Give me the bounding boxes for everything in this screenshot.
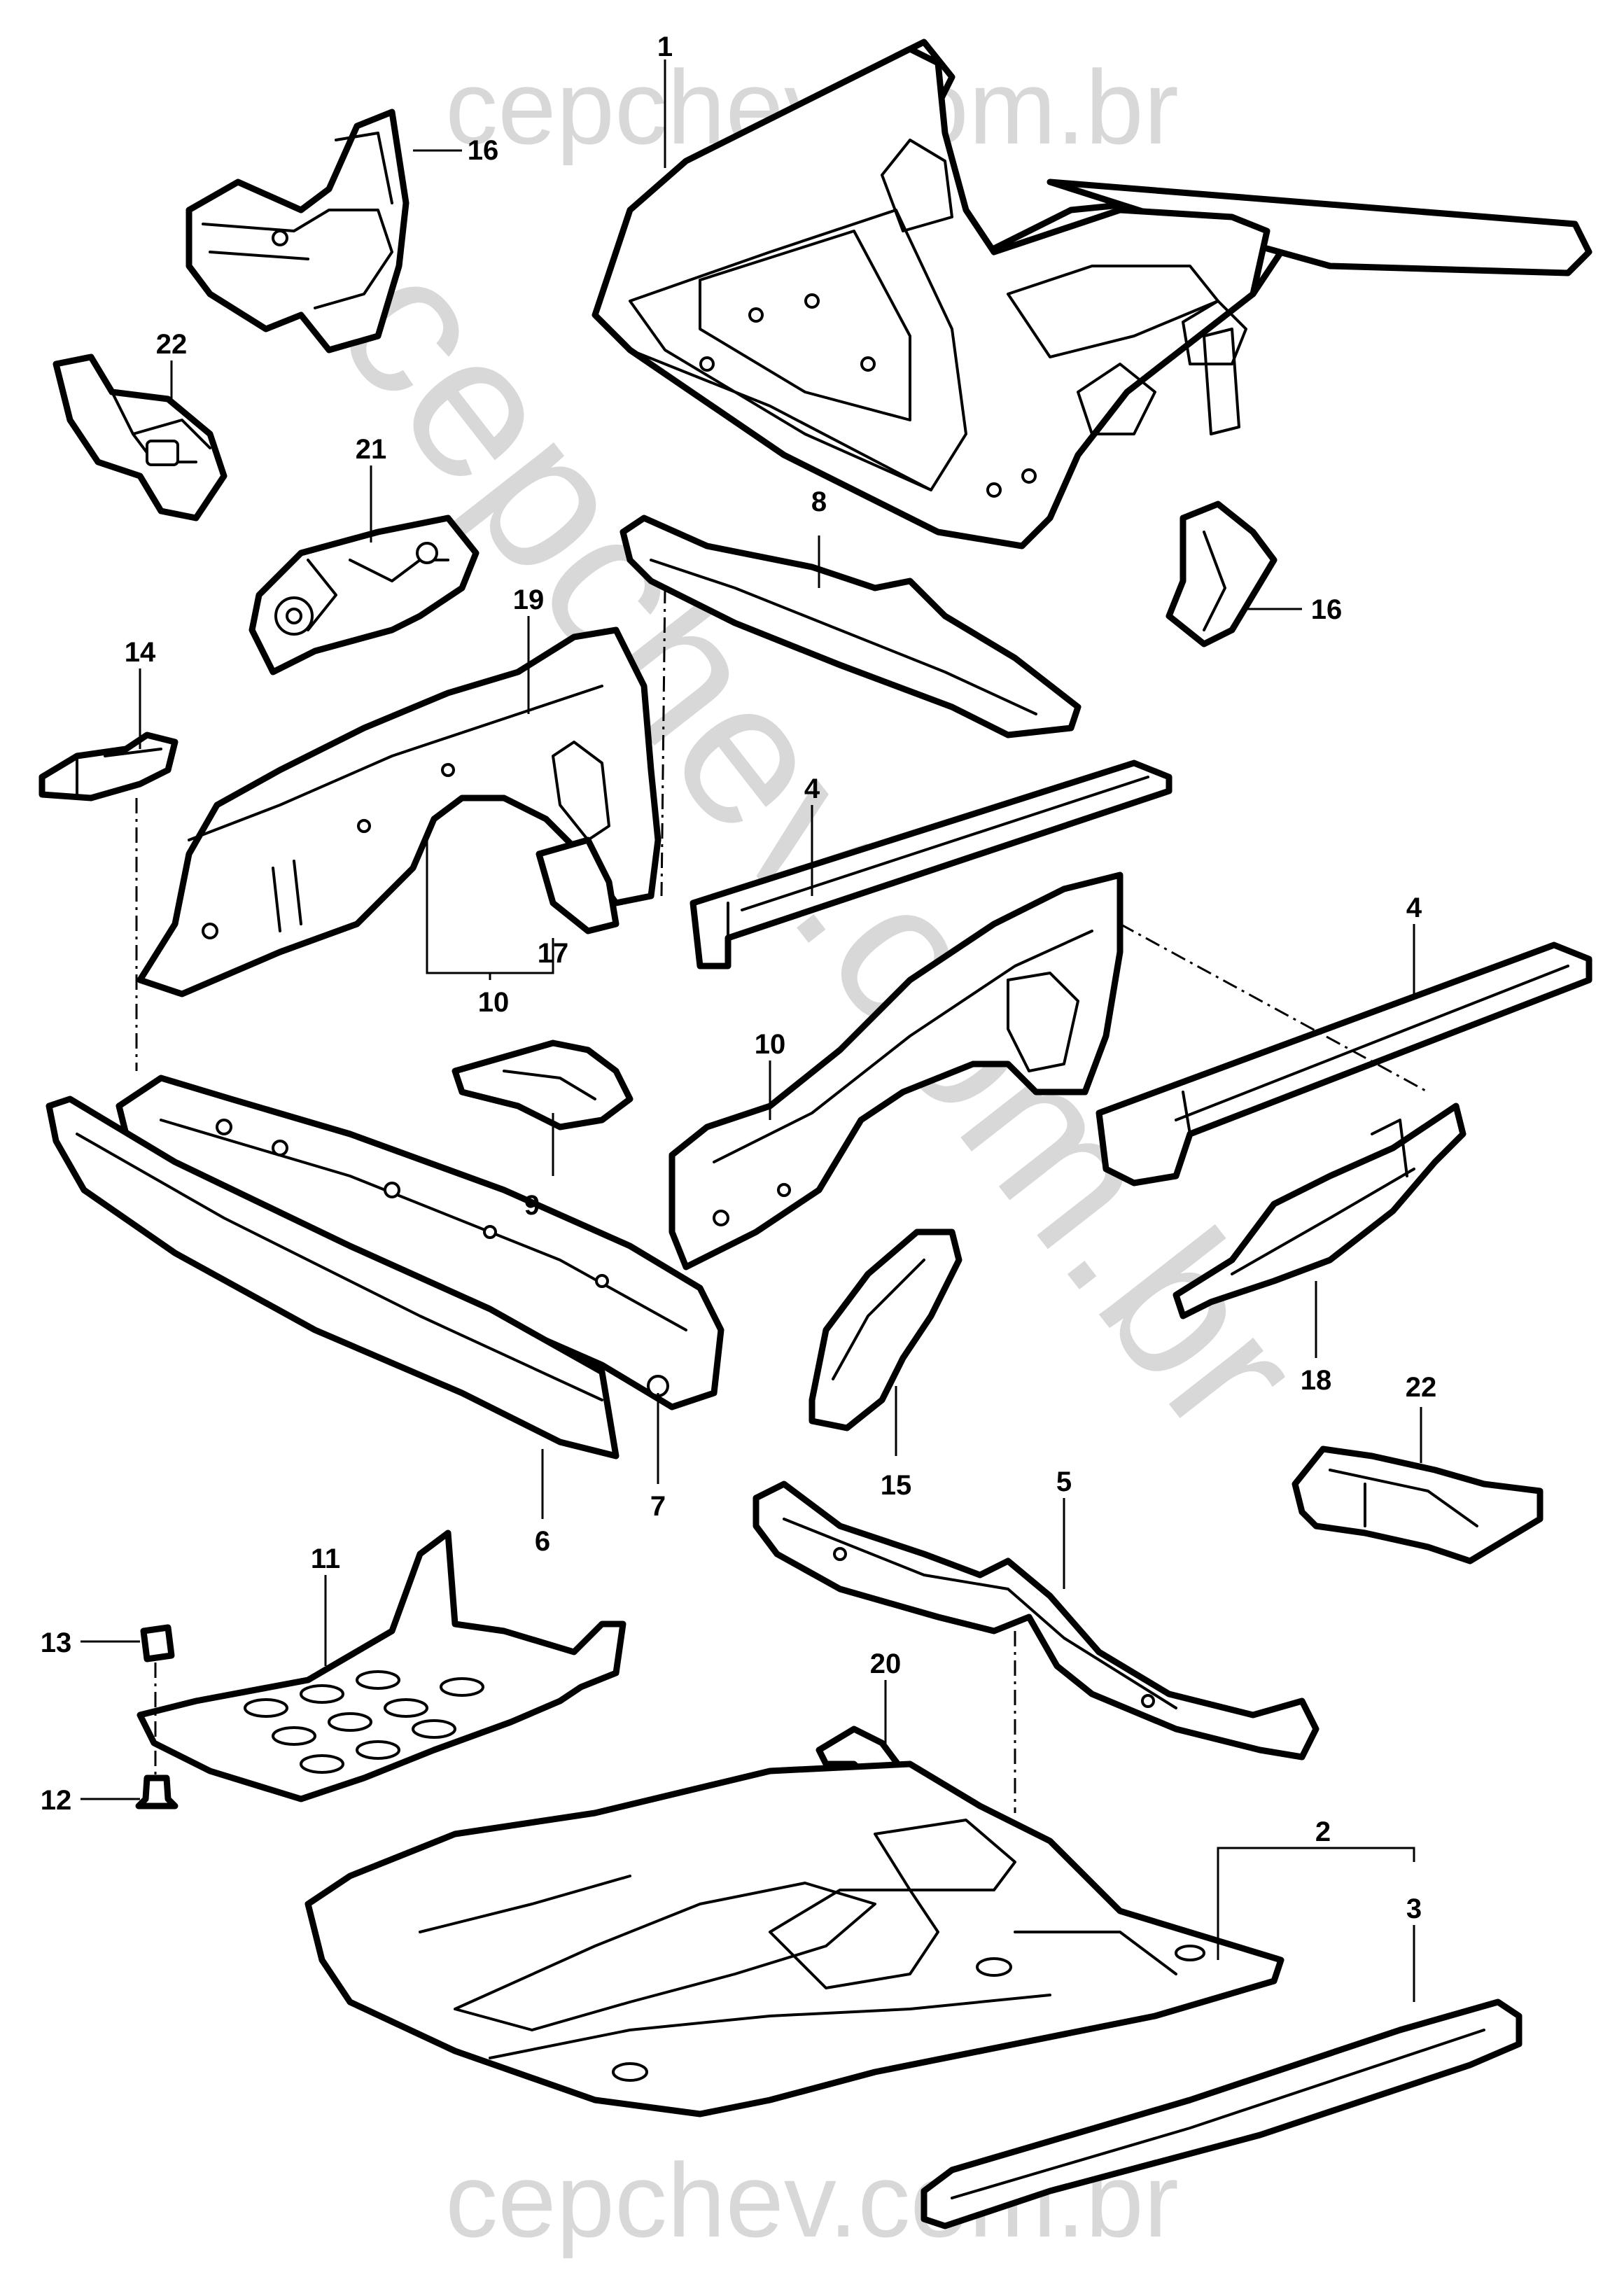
callout-3: 3 [1406, 1893, 1422, 1924]
callout-4-upper: 4 [804, 774, 820, 804]
part-22-left-bracket [52, 354, 227, 522]
callout-20: 20 [870, 1648, 902, 1679]
part-16-upper-left-bracket [186, 108, 410, 354]
callout-16-top: 16 [468, 135, 499, 166]
callout-22-left: 22 [156, 329, 188, 360]
callout-12: 12 [41, 1785, 72, 1816]
callout-22-right: 22 [1406, 1372, 1437, 1403]
part-1-front-structure [592, 38, 1592, 550]
callout-14: 14 [125, 637, 156, 668]
callout-21: 21 [356, 434, 387, 465]
part-18-bracket [1172, 1102, 1466, 1320]
callout-19: 19 [513, 584, 545, 615]
part-9-bracket [451, 1040, 634, 1130]
alignment-lines [135, 587, 1429, 1813]
callout-6: 6 [535, 1526, 550, 1557]
leader-lines [80, 59, 1422, 2002]
callout-10-right: 10 [755, 1029, 786, 1060]
callout-8: 8 [811, 486, 827, 517]
callout-labels: 1 16 22 21 8 16 19 14 4 4 17 10 10 9 18 … [41, 31, 1437, 1924]
part-13-nut [140, 1624, 175, 1662]
callout-17: 17 [538, 938, 569, 969]
callout-15: 15 [881, 1470, 912, 1501]
part-8-cross-member [620, 514, 1082, 738]
part-17-bracket [536, 836, 620, 934]
part-5-floor-cross-member [752, 1480, 1320, 1760]
part-14-clip [38, 732, 178, 802]
part-21-bracket [248, 514, 479, 676]
callout-13: 13 [41, 1628, 72, 1658]
part-10-right-wheelhouse [668, 872, 1124, 1270]
part-4-upper-rail [690, 760, 1172, 969]
part-16-right-bracket [1166, 500, 1278, 648]
callout-11: 11 [311, 1544, 340, 1574]
callout-10-left: 10 [478, 987, 510, 1018]
part-3-rocker-sill [920, 1998, 1522, 2230]
part-10-left-wheelhouse [136, 626, 662, 997]
callout-16-right: 16 [1311, 594, 1343, 625]
callout-1: 1 [657, 31, 673, 62]
callout-18: 18 [1301, 1365, 1332, 1396]
part-11-skid-plate [136, 1530, 626, 1802]
callout-2: 2 [1315, 1816, 1331, 1847]
callout-7: 7 [650, 1491, 666, 1522]
part-22-right-bracket [1292, 1446, 1544, 1564]
part-6-lower-cross-member [46, 1096, 620, 1460]
part-12-bolt [135, 1774, 178, 1809]
part-4-right-rail [1096, 941, 1592, 1186]
callout-4-right: 4 [1406, 892, 1422, 923]
part-2-floor-panel [304, 1760, 1284, 2118]
part-15-bracket [808, 1228, 962, 1432]
callout-5: 5 [1056, 1466, 1072, 1497]
callout-9: 9 [524, 1190, 540, 1221]
